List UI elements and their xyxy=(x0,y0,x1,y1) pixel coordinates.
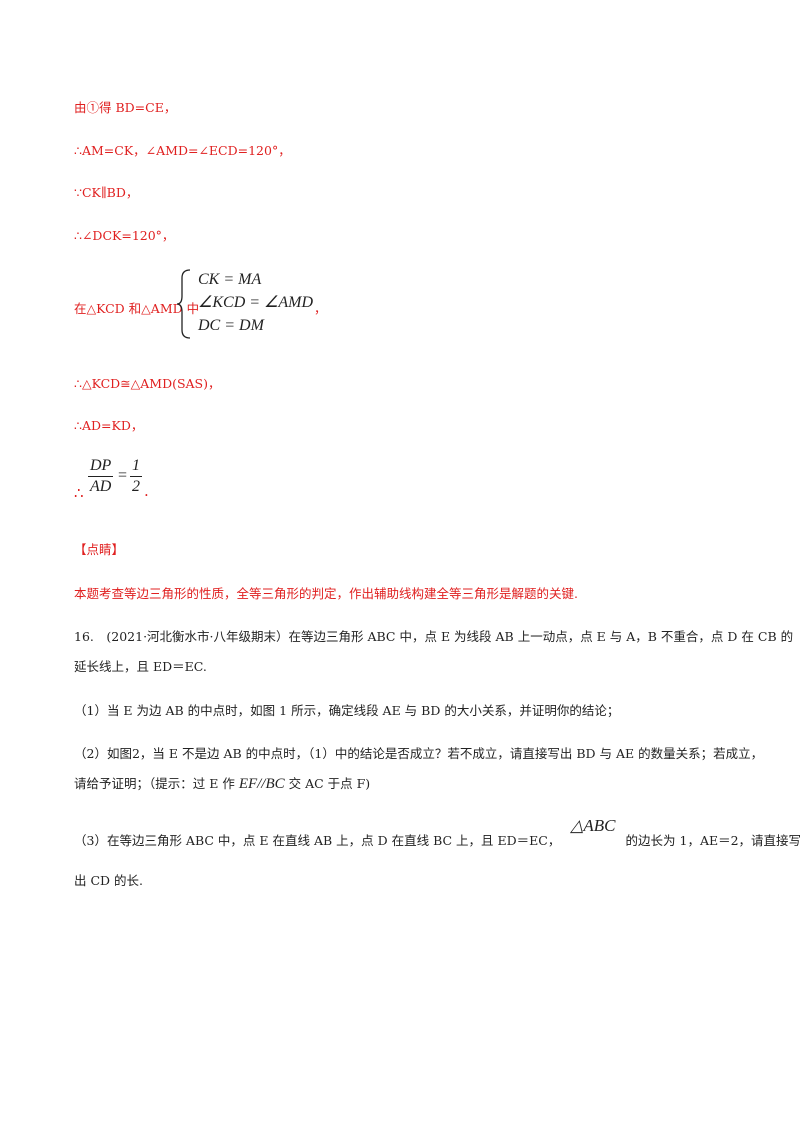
left-brace-icon xyxy=(176,269,191,339)
solution-line-5: ∴△KCD≅△AMD(SAS)， xyxy=(74,376,221,391)
fraction-one-half: 1 2 xyxy=(130,456,142,497)
solution-line-1: 由①得 BD=CE， xyxy=(74,100,177,115)
part-3-suffix: 的边长为 1，AE＝2，请直接写 xyxy=(625,833,800,848)
fraction-dp-ad: DP AD xyxy=(88,456,114,497)
system-lead-text: 在△KCD 和△AMD 中 xyxy=(74,301,200,316)
solution-line-4: ∴∠DCK=120°， xyxy=(74,228,175,243)
problem-16-intro-line-2: 延长线上，且 ED＝EC. xyxy=(74,659,207,674)
system-tail: ， xyxy=(314,301,327,316)
problem-16-part-1: （1）当 E 为边 AB 的中点时，如图 1 所示，确定线段 AE 与 BD 的… xyxy=(74,703,620,718)
system-eq-2: ∠KCD = ∠AMD xyxy=(198,294,314,311)
period: . xyxy=(144,482,149,500)
problem-16-part-3-line-2: 出 CD 的长. xyxy=(74,873,144,888)
therefore-symbol: ∴ xyxy=(74,484,84,502)
problem-16-intro-line-1: 16. (2021·河北衡水市·八年级期末）在等边三角形 ABC 中，点 E 为… xyxy=(74,629,794,644)
problem-16-part-3-line-1: （3）在等边三角形 ABC 中，点 E 在直线 AB 上，点 D 在直线 BC … xyxy=(74,817,800,849)
part-3-prefix: （3）在等边三角形 ABC 中，点 E 在直线 AB 上，点 D 在直线 BC … xyxy=(74,833,561,848)
solution-line-3: ∵CK∥BD， xyxy=(74,185,139,200)
system-equations: CK = MA ∠KCD = ∠AMD DC = DM xyxy=(198,268,313,337)
solution-line-2: ∴AM=CK，∠AMD=∠ECD=120°， xyxy=(74,143,291,158)
part-2-hint-prefix: 请给予证明；（提示：过 E 作 xyxy=(74,776,235,791)
system-eq-1: CK = MA xyxy=(198,271,262,288)
equals-sign: = xyxy=(118,467,128,484)
solution-line-6: ∴AD=KD， xyxy=(74,418,144,433)
comment-text: 本题考查等边三角形的性质，全等三角形的判定，作出辅助线构建全等三角形是解题的关键… xyxy=(74,586,578,601)
triangle-abc-math: △ABC xyxy=(570,816,616,835)
comment-heading: 【点睛】 xyxy=(74,542,125,557)
system-eq-3: DC = DM xyxy=(198,317,264,334)
fraction-equation: ∴ DP AD = 1 2 . xyxy=(74,456,274,506)
hint-math-ef-parallel-bc: EF//BC xyxy=(238,776,285,792)
part-2-hint-suffix: 交 AC 于点 F) xyxy=(288,776,371,791)
fraction-denominator: AD xyxy=(90,478,112,495)
fraction-numerator: DP xyxy=(88,456,114,477)
fraction-numerator: 1 xyxy=(130,456,142,477)
problem-16-part-2-line-1: （2）如图2，当 E 不是边 AB 的中点时，（1）中的结论是否成立？若不成立，… xyxy=(74,746,764,761)
fraction-denominator: 2 xyxy=(132,478,140,495)
problem-16-part-2-line-2: 请给予证明；（提示：过 E 作 EF//BC 交 AC 于点 F) xyxy=(74,776,370,792)
